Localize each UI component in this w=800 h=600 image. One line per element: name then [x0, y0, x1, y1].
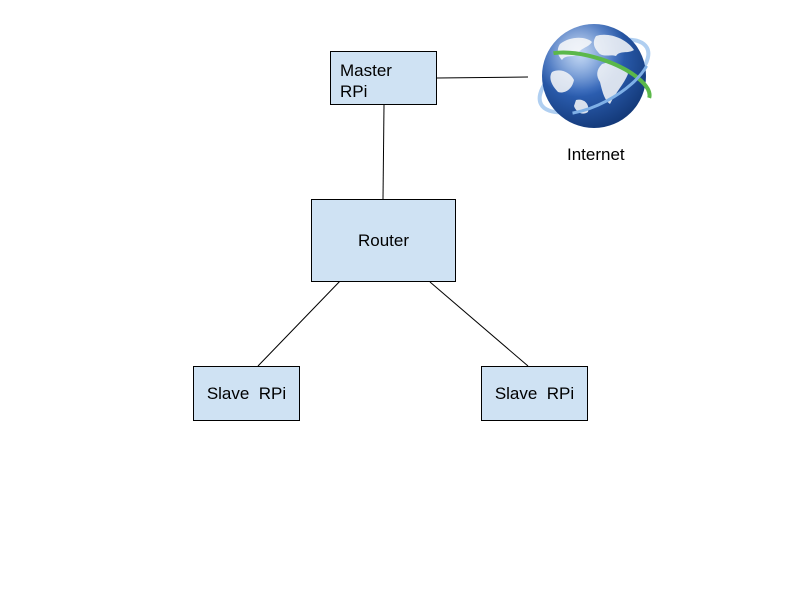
slave-rpi-node-left: Slave RPi — [193, 366, 300, 421]
master-rpi-label: Master RPi — [340, 61, 392, 101]
wire-router-slave-right — [429, 281, 529, 367]
slave-rpi-label-left: Slave RPi — [206, 383, 287, 403]
wire-router-slave-left — [257, 278, 343, 367]
router-label: Router — [357, 230, 410, 250]
internet-label: Internet — [567, 145, 625, 164]
orbit-front-blue — [536, 36, 652, 116]
wire-master-internet — [436, 76, 529, 79]
slave-rpi-node-right: Slave RPi — [481, 366, 588, 421]
master-rpi-node: Master RPi — [330, 51, 437, 105]
wire-master-router — [382, 104, 385, 200]
slave-rpi-label-right: Slave RPi — [494, 383, 575, 403]
router-node: Router — [311, 199, 456, 282]
globe-icon — [536, 24, 652, 128]
